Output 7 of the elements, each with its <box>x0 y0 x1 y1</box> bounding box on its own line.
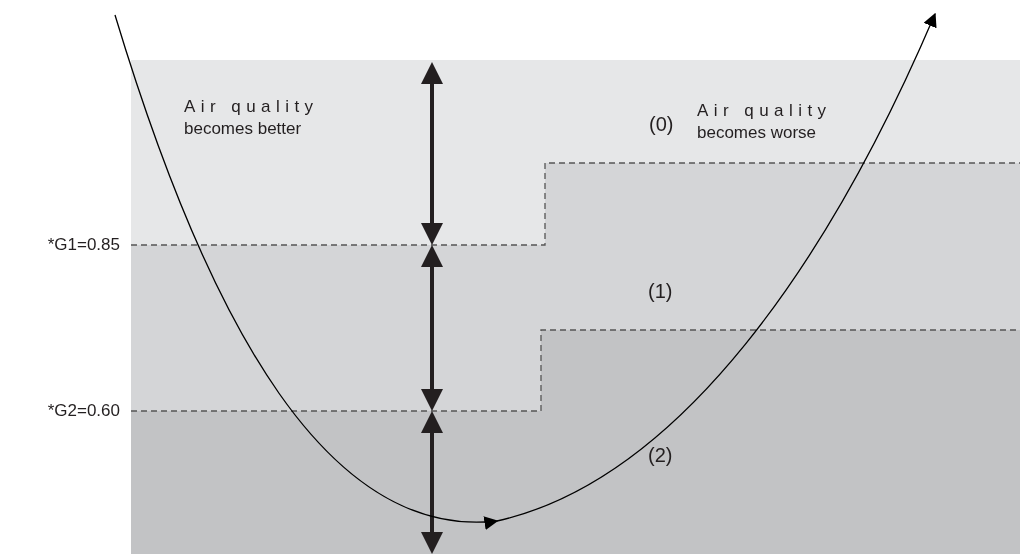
zone-note: Air quality becomes worse <box>697 100 833 144</box>
threshold-label: *G1=0.85 <box>47 234 120 256</box>
zone-number: (1) <box>648 279 673 303</box>
threshold-label: *G2=0.60 <box>47 400 120 422</box>
zone-number: (0) <box>649 112 674 136</box>
zone-number: (2) <box>648 443 673 467</box>
zone-note: Air quality becomes better <box>184 96 320 140</box>
